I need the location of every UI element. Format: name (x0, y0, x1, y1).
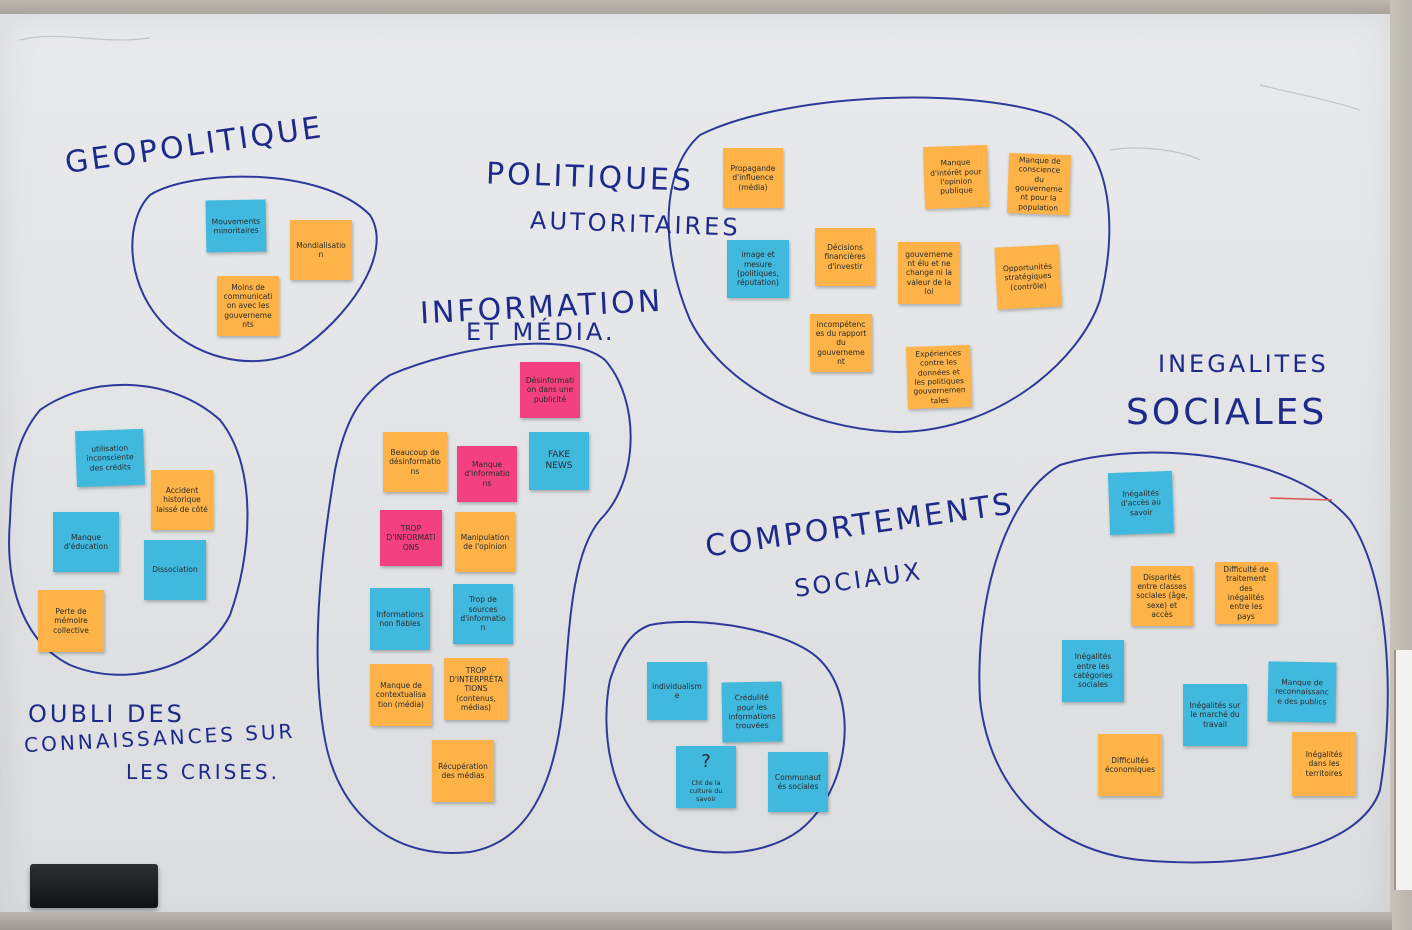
label-inegalites: INEGALITES (1158, 350, 1329, 378)
sticky-note[interactable]: utilisation inconsciente des crédits (75, 428, 145, 488)
sticky-note[interactable]: Dissociation (144, 540, 206, 600)
sticky-note[interactable]: Inégalités d'accès au savoir (1107, 470, 1175, 536)
sticky-note[interactable]: Manipulation de l'opinion (455, 512, 515, 572)
sticky-note[interactable]: gouvernement élu et ne change ni la vale… (898, 242, 960, 304)
sticky-note[interactable]: Expériences contre les données et les po… (905, 344, 973, 410)
sticky-note[interactable]: Difficultés économiques (1098, 734, 1162, 796)
side-paper-card (1394, 650, 1412, 890)
label-et-media: ET MÉDIA. (466, 318, 616, 346)
sticky-note[interactable]: Trop de sources d'information (453, 584, 513, 644)
label-les-crises: LES CRISES. (126, 760, 280, 784)
sticky-note[interactable]: Opportunités stratégiques (contrôle) (994, 244, 1062, 310)
sticky-note[interactable]: Manque de conscience du gouvernement pou… (1006, 152, 1072, 216)
sticky-note-subtext: Cht de la culture du savoir (689, 779, 723, 804)
sticky-note[interactable]: Moins de communication avec les gouverne… (217, 276, 279, 336)
sticky-note[interactable]: Inégalités sur le marché du travail (1183, 684, 1247, 746)
sticky-note[interactable]: Inégalités entre les catégories sociales (1062, 640, 1124, 702)
sticky-note[interactable]: Communautés sociales (768, 752, 828, 812)
sticky-note[interactable]: Propagande d'influence (média) (723, 148, 783, 208)
sticky-note[interactable]: Mouvements minoritaires (205, 199, 267, 253)
sticky-note[interactable]: Récupération des médias (432, 740, 494, 802)
sticky-note[interactable]: Disparités entre classes sociales (âge, … (1131, 566, 1193, 626)
sticky-note[interactable]: Manque de reconnaissance des publics (1267, 661, 1337, 723)
sticky-note[interactable]: image et mesure (politiques, réputation) (727, 240, 789, 298)
sticky-note[interactable]: Difficulté de traitement des inégalités … (1215, 562, 1277, 624)
sticky-note[interactable]: TROP D'INFORMATIONS (380, 510, 442, 566)
sticky-note[interactable]: Manque d'informations (457, 446, 517, 502)
marker-tray (0, 912, 1392, 930)
label-politiques: POLITIQUES (485, 156, 695, 199)
label-oubli-des: OUBLI DES (28, 700, 185, 728)
sticky-note[interactable]: Crédulité pour les informations trouvées (721, 681, 783, 743)
label-sociales: SOCIALES (1126, 392, 1328, 433)
sticky-note[interactable]: Manque de contextualisation (média) (370, 664, 432, 726)
sticky-note[interactable]: Inégalités dans les territoires (1292, 732, 1356, 796)
sticky-note[interactable]: incompétences du rapport du gouvernement (810, 314, 872, 372)
sticky-note[interactable]: Informations non fiables (370, 588, 430, 650)
sticky-note[interactable]: Manque d'intérêt pour l'opinion publique (922, 144, 990, 210)
sticky-note[interactable]: FAKE NEWS (529, 432, 589, 490)
whiteboard-eraser[interactable] (30, 864, 158, 908)
whiteboard-top-frame (0, 0, 1412, 16)
sticky-note[interactable]: Mondialisation (290, 220, 352, 280)
sticky-note[interactable]: Beaucoup de désinformations (383, 432, 447, 492)
sticky-note[interactable]: Perte de mémoire collective (38, 590, 104, 652)
sticky-note[interactable]: individualisme (647, 662, 707, 720)
sticky-note[interactable]: Manque d'éducation (53, 512, 119, 572)
sticky-note[interactable]: Accident historique laissé de côté (151, 470, 213, 530)
sticky-note[interactable]: ? Cht de la culture du savoir (676, 746, 736, 808)
sticky-note[interactable]: Décisions financières d'investir (815, 228, 875, 286)
sticky-note[interactable]: TROP D'INTERPRÉTATIONS (contenus, médias… (444, 658, 508, 720)
sticky-note[interactable]: Désinformation dans une publicité (520, 362, 580, 418)
